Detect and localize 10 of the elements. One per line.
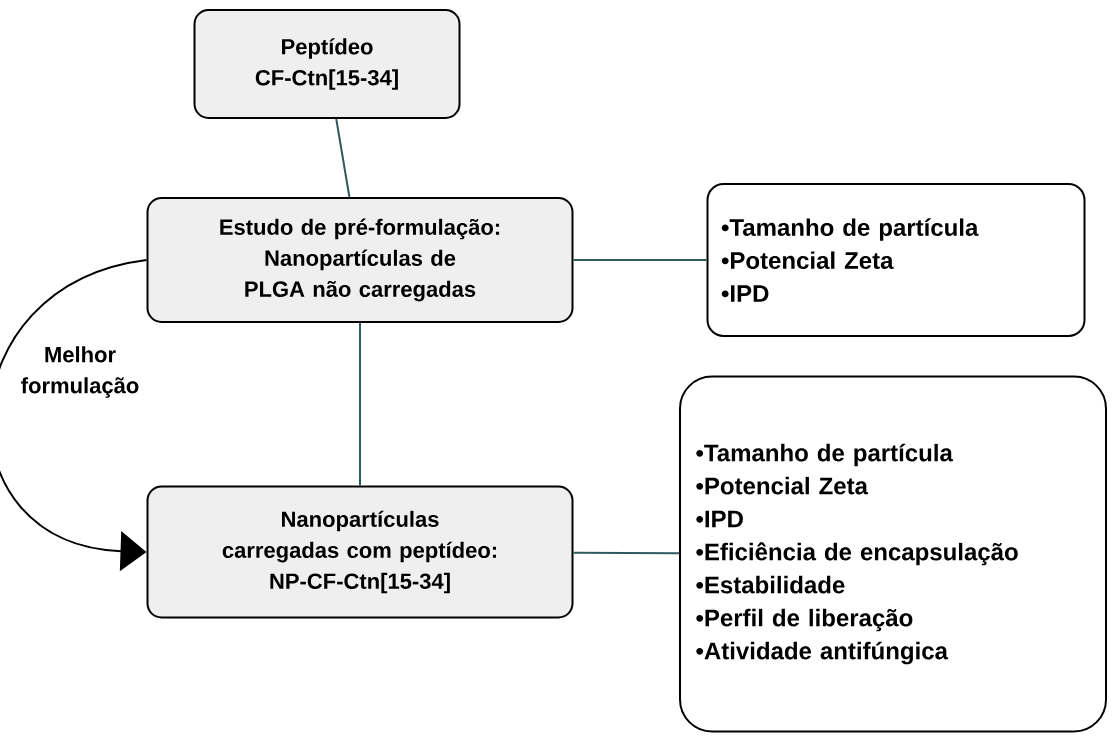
list-box: •Tamanho de partícula •Potencial Zeta •IPD — [706, 183, 1086, 337]
process-box: Peptídeo CF-Ctn[15-34] — [193, 9, 461, 119]
process-box: Estudo de pré-formulação: Nanopartículas de PLGA não carregadas — [146, 197, 574, 323]
connector-line — [572, 259, 708, 261]
connector-line — [359, 322, 361, 487]
edge-label: Melhor formulação — [14, 345, 146, 399]
connector-line — [572, 551, 680, 555]
process-box: Nanopartículas carregadas com peptídeo: NP-CF-Ctn[15-34] — [146, 485, 574, 619]
list-box: •Tamanho de partícula •Potencial Zeta •IPD •Eficiência de encapsulação •Estabilidade •Perfil de liberação •Atividade antifúngica — [679, 375, 1107, 733]
connector-line — [335, 118, 351, 198]
